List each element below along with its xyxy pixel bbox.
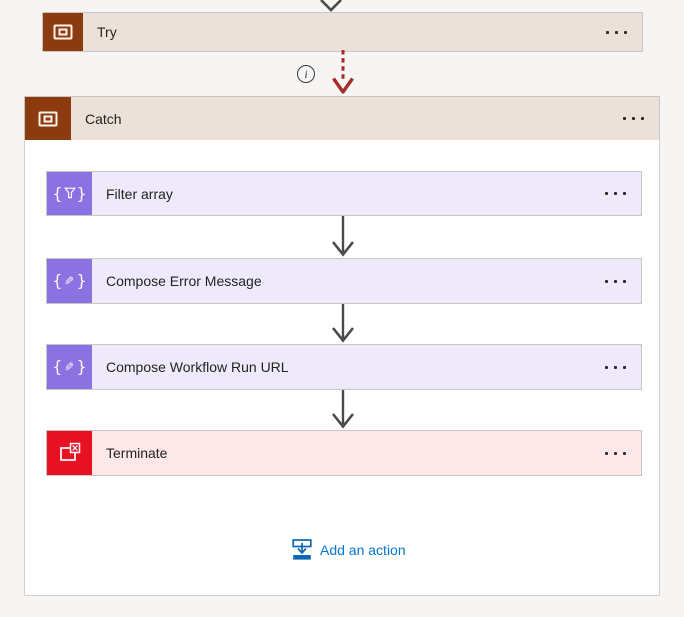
catch-scope-card[interactable]: Catch xyxy=(24,96,660,141)
scope-icon xyxy=(43,13,83,51)
add-action-button[interactable]: Add an action xyxy=(292,539,406,560)
action-label: Compose Workflow Run URL xyxy=(106,359,289,375)
incoming-arrow-icon xyxy=(320,0,342,12)
failure-connector-arrow-icon xyxy=(332,50,354,94)
compose-icon: {✎} xyxy=(47,345,92,389)
terminate-more-menu-button[interactable] xyxy=(590,431,641,475)
connector-arrow-icon xyxy=(331,304,355,343)
action-card-compose-workflow-run-url[interactable]: {✎} Compose Workflow Run URL xyxy=(46,344,642,390)
add-action-icon xyxy=(292,539,312,560)
terminate-icon xyxy=(47,431,92,475)
action-label: Compose Error Message xyxy=(106,273,262,289)
action-label: Terminate xyxy=(106,445,168,461)
info-icon[interactable]: i xyxy=(297,65,315,83)
try-more-menu-button[interactable] xyxy=(591,13,642,51)
catch-more-menu-button[interactable] xyxy=(608,97,659,140)
compose-url-more-menu-button[interactable] xyxy=(590,345,641,389)
scope-icon xyxy=(25,97,71,140)
action-label: Filter array xyxy=(106,185,173,202)
connector-arrow-icon xyxy=(331,216,355,257)
catch-scope-label: Catch xyxy=(85,110,122,127)
try-scope-label: Try xyxy=(97,24,117,40)
compose-icon: {✎} xyxy=(47,259,92,303)
connector-arrow-icon xyxy=(331,390,355,429)
action-card-terminate[interactable]: Terminate xyxy=(46,430,642,476)
add-action-label: Add an action xyxy=(320,541,406,558)
info-glyph: i xyxy=(304,66,308,81)
compose-error-more-menu-button[interactable] xyxy=(590,259,641,303)
filter-array-more-menu-button[interactable] xyxy=(590,172,641,215)
filter-array-icon: {} xyxy=(47,172,92,215)
action-card-filter-array[interactable]: {} Filter array xyxy=(46,171,642,216)
catch-scope-body: {} Filter array {✎} Compose Error Messag… xyxy=(24,140,660,596)
try-scope-card[interactable]: Try xyxy=(42,12,643,52)
action-card-compose-error-message[interactable]: {✎} Compose Error Message xyxy=(46,258,642,304)
